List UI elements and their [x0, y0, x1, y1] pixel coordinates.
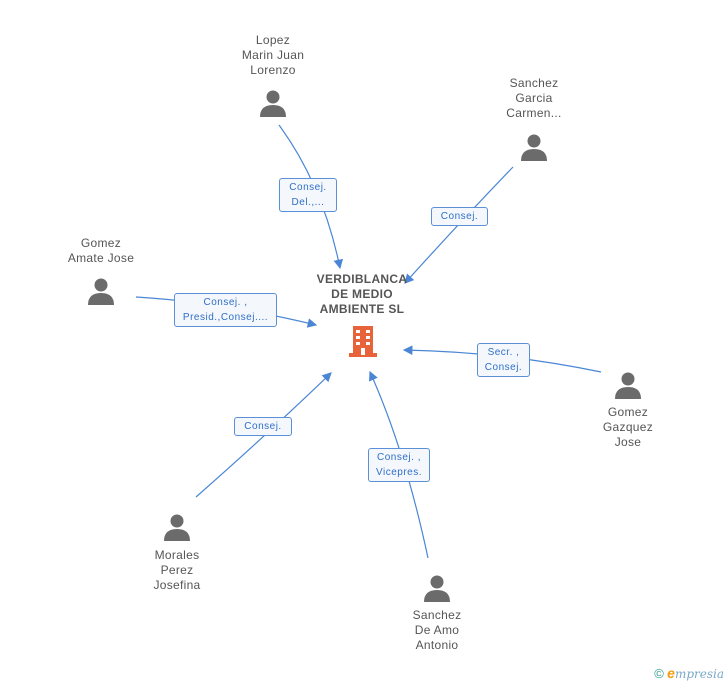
- role-line: Consej. ,: [377, 452, 421, 463]
- company-name[interactable]: VERDIBLANCA DE MEDIO AMBIENTE SL: [306, 272, 418, 317]
- role-line: Secr. ,: [487, 347, 520, 358]
- role-label-gomez-gazquez[interactable]: Secr. , Consej.: [477, 343, 530, 377]
- copyright-icon: ©: [654, 666, 664, 681]
- person-name-line: Garcia: [515, 91, 553, 105]
- role-line: Consej.: [484, 362, 523, 373]
- role-line: Consej. ,: [203, 297, 248, 308]
- person-name-line: Perez: [160, 563, 194, 577]
- person-name-line: Sanchez: [509, 76, 559, 90]
- role-line: Vicepres.: [375, 467, 422, 478]
- person-name-line: Lopez: [255, 33, 291, 47]
- person-name-line: De Amo: [414, 623, 460, 637]
- person-name-line: Gomez: [607, 405, 649, 419]
- role-label-lopez[interactable]: Consej. Del.,...: [279, 178, 337, 212]
- company-name-line: DE MEDIO: [331, 287, 393, 301]
- person-icon[interactable]: [422, 573, 452, 603]
- person-name-line: Gazquez: [602, 420, 654, 434]
- brand-initial: e: [667, 665, 675, 681]
- person-name-line: Jose: [614, 435, 642, 449]
- person-name-line: Antonio: [415, 638, 459, 652]
- role-line: Consej.: [244, 421, 282, 432]
- person-name-line: Marin Juan: [241, 48, 305, 62]
- company-name-line: VERDIBLANCA: [316, 272, 408, 286]
- role-line: Consej.: [440, 211, 479, 222]
- person-name-line: Amate Jose: [67, 251, 135, 265]
- role-label-morales[interactable]: Consej.: [234, 417, 292, 436]
- role-label-gomez-amate[interactable]: Consej. , Presid.,Consej....: [174, 293, 277, 327]
- brand-name: mpresia: [674, 667, 724, 681]
- person-icon[interactable]: [519, 132, 549, 162]
- person-icon[interactable]: [258, 88, 288, 118]
- person-name-line: Carmen...: [506, 106, 562, 120]
- footer-brand: © empresia: [654, 665, 724, 681]
- person-name-line: Gomez: [80, 236, 122, 250]
- person-icon[interactable]: [162, 512, 192, 542]
- person-name-line: Lorenzo: [250, 63, 296, 77]
- company-name-line: AMBIENTE SL: [319, 302, 405, 316]
- building-icon[interactable]: [347, 324, 379, 358]
- person-name-line: Morales: [154, 548, 200, 562]
- role-label-sanchez-de-amo[interactable]: Consej. , Vicepres.: [368, 448, 430, 482]
- person-name-line: Sanchez: [412, 608, 462, 622]
- role-label-sanchez-garcia[interactable]: Consej.: [431, 207, 488, 226]
- role-line: Presid.,Consej....: [182, 312, 269, 323]
- person-icon[interactable]: [86, 276, 116, 306]
- role-line: Consej.: [289, 182, 327, 193]
- person-name-line: Josefina: [153, 578, 201, 592]
- person-icon[interactable]: [613, 370, 643, 400]
- role-line: Del.,...: [291, 197, 325, 208]
